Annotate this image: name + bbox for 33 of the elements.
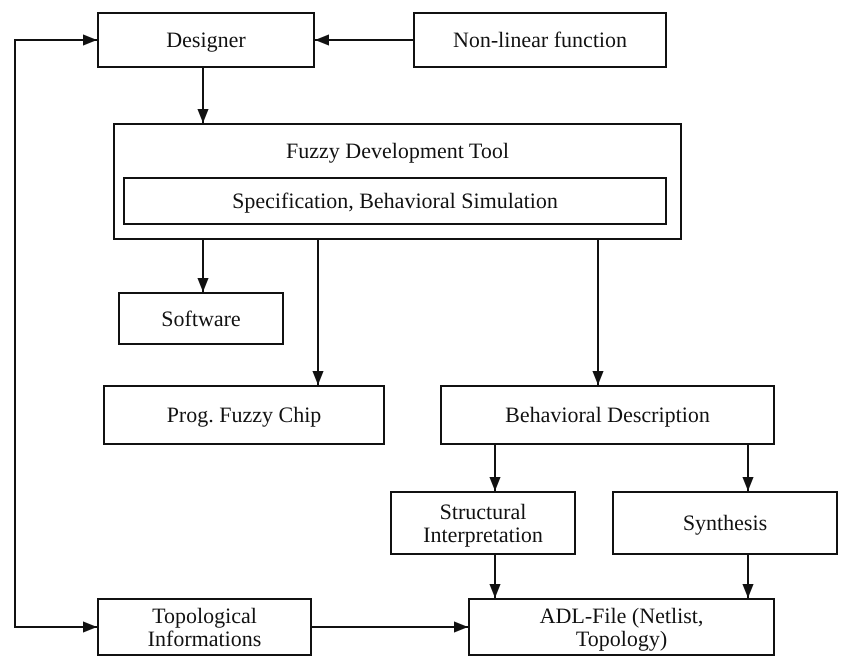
box-label: Designer bbox=[166, 28, 246, 52]
arrow bbox=[742, 555, 754, 598]
box-label: ADL-File (Netlist, Topology) bbox=[538, 604, 704, 650]
process-box bbox=[468, 598, 775, 656]
process-box bbox=[97, 12, 315, 68]
process-box bbox=[390, 491, 576, 555]
process-box bbox=[113, 123, 682, 240]
box-label: Specification, Behavioral Simulation bbox=[232, 189, 558, 213]
inner-box bbox=[123, 177, 667, 225]
arrow bbox=[312, 621, 468, 633]
box-label: Topological Informations bbox=[146, 604, 262, 650]
arrow bbox=[742, 445, 754, 491]
process-box bbox=[413, 12, 667, 68]
process-box bbox=[612, 491, 838, 555]
box-label: Software bbox=[161, 306, 241, 330]
box-label: Behavioral Description bbox=[505, 403, 710, 427]
box-label: Synthesis bbox=[682, 511, 768, 535]
box-label: Non-linear function bbox=[452, 28, 628, 52]
arrow bbox=[312, 240, 324, 385]
arrow bbox=[14, 34, 97, 633]
box-label: Structural Interpretation bbox=[422, 500, 544, 546]
arrow bbox=[489, 555, 501, 598]
box-label: Prog. Fuzzy Chip bbox=[166, 403, 322, 427]
arrow bbox=[592, 240, 604, 385]
arrow bbox=[197, 68, 209, 123]
arrow bbox=[315, 34, 413, 46]
process-box bbox=[97, 598, 312, 656]
process-box bbox=[118, 292, 284, 345]
process-box bbox=[103, 385, 385, 445]
process-box bbox=[440, 385, 775, 445]
box-heading: Fuzzy Development Tool bbox=[285, 139, 510, 162]
arrow bbox=[197, 240, 209, 292]
arrow bbox=[489, 445, 501, 491]
